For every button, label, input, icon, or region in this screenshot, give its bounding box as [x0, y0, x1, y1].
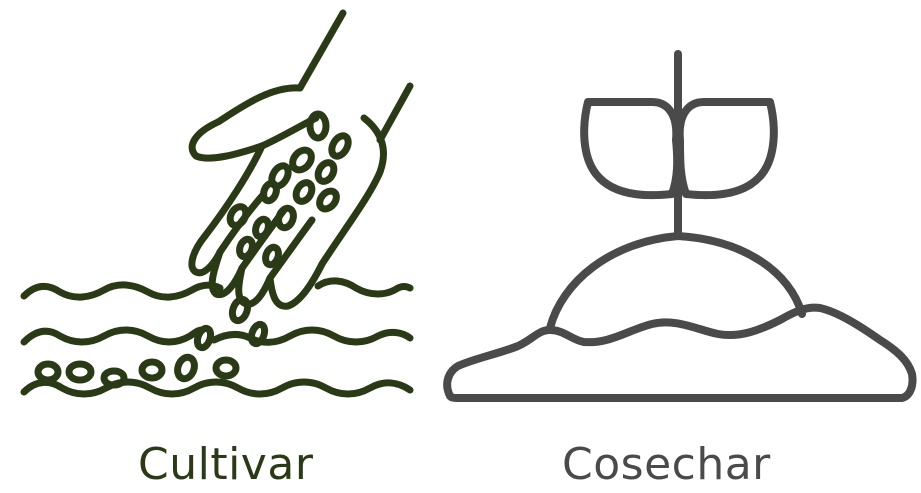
cosechar-label: Cosechar: [562, 439, 771, 490]
hand-sowing-seeds-icon: [20, 9, 414, 398]
cultivar-card: Cultivar: [0, 0, 440, 490]
cultivar-label: Cultivar: [138, 439, 314, 490]
sprout-in-soil-icon: [443, 50, 917, 402]
cosechar-card: Cosechar: [440, 0, 921, 490]
